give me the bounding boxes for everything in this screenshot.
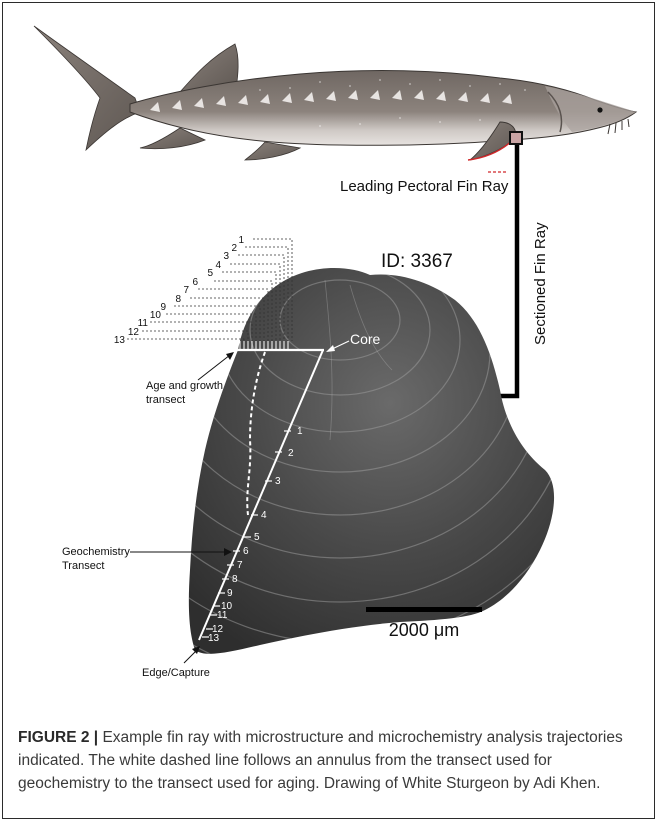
specimen-id: ID: 3367 (381, 251, 453, 272)
white-sturgeon-drawing (34, 26, 636, 160)
age-tick-6: 6 (192, 277, 198, 288)
age-tick-10: 10 (150, 310, 162, 321)
age-tick-5: 5 (207, 268, 213, 279)
figure-caption: FIGURE 2 | Example fin ray with microstr… (18, 726, 643, 795)
age-growth-arrow-head (226, 352, 234, 360)
geo-tick-4: 4 (261, 510, 267, 521)
age-tick-labels: 1 2 3 4 5 6 7 8 9 10 11 12 13 (114, 235, 245, 346)
age-tick-12: 12 (128, 327, 140, 338)
age-tick-3: 3 (223, 251, 229, 262)
age-growth-arrow (198, 355, 230, 380)
figure-label: FIGURE 2 | (18, 729, 98, 746)
geo-tick-7: 7 (237, 560, 243, 571)
pelvic-fin (245, 142, 300, 160)
geo-tick-6: 6 (243, 546, 249, 557)
label-edge-capture: Edge/Capture (142, 667, 210, 679)
caudal-fin (34, 26, 140, 150)
caption-text: Example fin ray with microstructure and … (18, 729, 623, 792)
geo-tick-2: 2 (288, 448, 294, 459)
label-core: Core (350, 331, 381, 347)
label-geochemistry-line2: Transect (62, 560, 104, 572)
geo-tick-8: 8 (232, 574, 238, 585)
fish-eye (597, 107, 602, 112)
label-geochemistry-line1: Geochemistry (62, 546, 130, 558)
geo-tick-9: 9 (227, 588, 233, 599)
age-tick-9: 9 (160, 302, 166, 313)
figure-illustration: Leading Pectoral Fin Ray Sectioned Fin R… (0, 0, 659, 720)
label-age-growth-line1: Age and growth (146, 380, 223, 392)
age-tick-7: 7 (183, 285, 189, 296)
label-leading-pectoral: Leading Pectoral Fin Ray (340, 178, 509, 195)
sample-location-box (510, 132, 522, 144)
age-tick-11: 11 (138, 318, 149, 329)
age-tick-4: 4 (215, 260, 221, 271)
geo-tick-5: 5 (254, 532, 260, 543)
age-tick-2: 2 (231, 243, 237, 254)
age-tick-13: 13 (114, 335, 126, 346)
scale-bar-label: 2000 μm (389, 620, 459, 640)
age-tick-8: 8 (175, 294, 181, 305)
age-tick-1: 1 (238, 235, 244, 246)
geo-tick-3: 3 (275, 476, 281, 487)
fin-ray-section (30, 140, 650, 720)
label-age-growth-line2: transect (146, 394, 185, 406)
label-sectioned-fin-ray: Sectioned Fin Ray (532, 222, 549, 345)
scale-bar (366, 607, 482, 612)
geo-tick-11: 11 (217, 610, 228, 621)
geo-tick-1: 1 (297, 426, 303, 437)
geo-tick-13: 13 (208, 633, 220, 644)
